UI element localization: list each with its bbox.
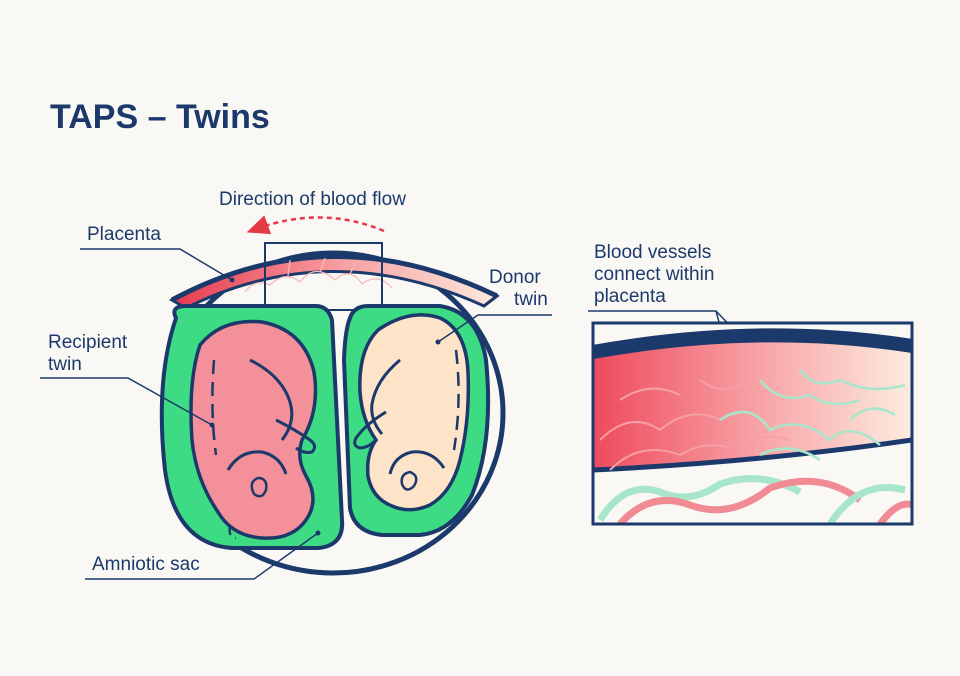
recipient-label-line1: Recipient	[48, 332, 128, 353]
vessels-label-line2: connect within	[594, 264, 714, 285]
direction-label: Direction of blood flow	[219, 189, 406, 210]
donor-leader-dot	[435, 339, 441, 345]
flow-arrow	[246, 215, 385, 235]
recipient-leader-line	[40, 377, 213, 426]
placenta-leader-dot	[229, 277, 235, 283]
amniotic-leader-line	[85, 532, 319, 580]
placenta-leader-line	[80, 248, 233, 281]
recipient-twin-fetus	[189, 319, 318, 540]
donor-leader-line	[437, 314, 552, 343]
vessels-label-line3: placenta	[594, 286, 666, 307]
placenta-outer-edge	[170, 254, 499, 303]
recipient-leader-dot	[209, 422, 215, 428]
zoom-inset-frame	[591, 321, 914, 526]
amniotic-leader-dot	[315, 530, 321, 536]
recipient-label-line2: twin	[48, 354, 82, 375]
donor-label-line1: Donor	[489, 267, 541, 288]
placenta-label: Placenta	[87, 224, 161, 245]
vessels-label-line1: Blood vessels	[594, 242, 711, 263]
donor-label-line2: twin	[514, 289, 548, 310]
page-title: TAPS – Twins	[50, 98, 270, 136]
donor-twin-fetus	[353, 313, 471, 512]
placenta-zoom-inset	[591, 321, 914, 526]
placenta-vessels	[244, 257, 393, 293]
amniotic-label: Amniotic sac	[92, 554, 200, 575]
